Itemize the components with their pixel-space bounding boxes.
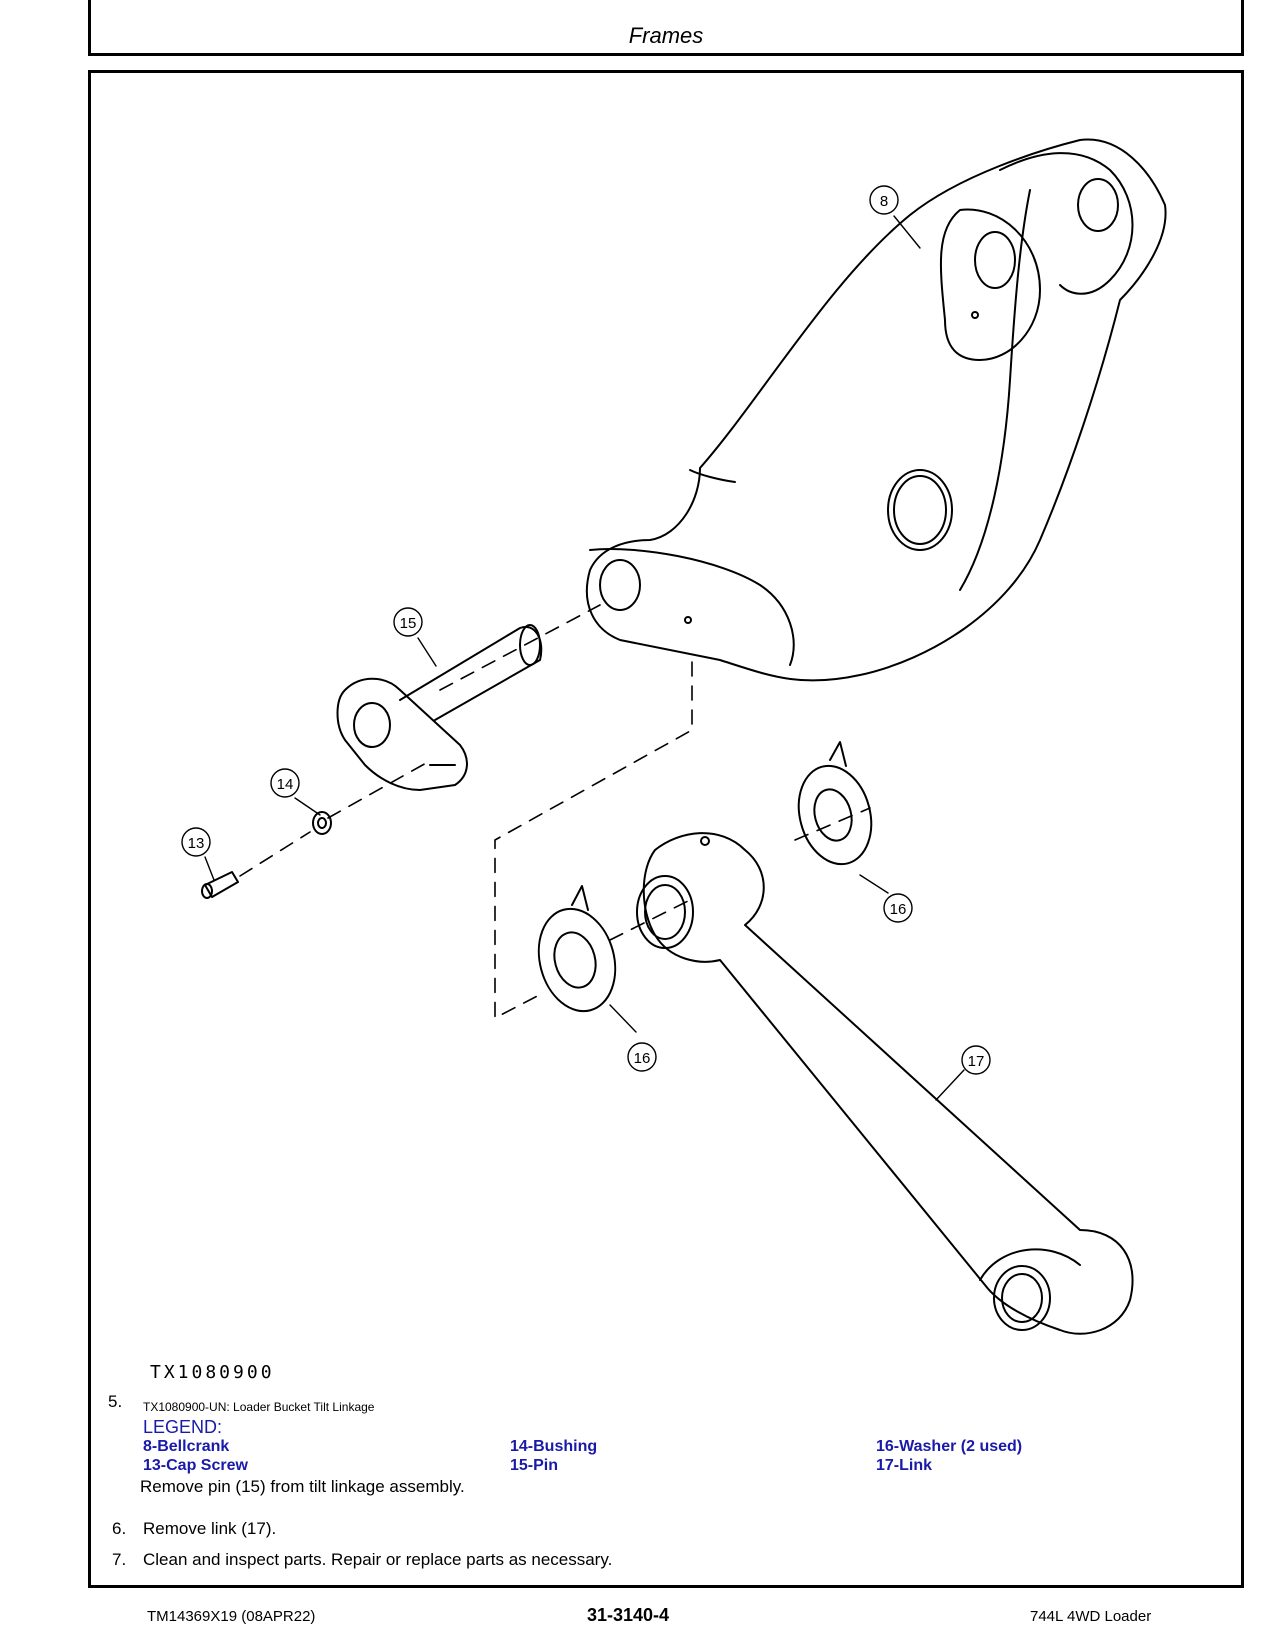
- step-6-number: 6.: [112, 1519, 127, 1538]
- step-5-number: 5.: [108, 1392, 123, 1411]
- callout-16-lower: 16: [634, 1050, 651, 1067]
- legend-item-bushing: 14-Bushing: [510, 1438, 598, 1455]
- section-title: Frames: [628, 23, 704, 48]
- legend-item-cap-screw: 13-Cap Screw: [143, 1457, 248, 1474]
- legend-item-bellcrank: 8-Bellcrank: [143, 1438, 230, 1455]
- assembly-lines: [239, 604, 871, 1019]
- content-frame: [88, 70, 1244, 1588]
- callout-16-upper: 16: [890, 901, 907, 918]
- footer-page-number: 31-3140-4: [587, 1605, 670, 1625]
- callout-leaders: [204, 215, 965, 1101]
- step-7-number: 7.: [112, 1550, 127, 1569]
- legend-item-washer: 16-Washer (2 used): [876, 1438, 1023, 1455]
- bushing-drawing: [312, 811, 332, 835]
- footer-manual-id: TM14369X19 (08APR22): [147, 1608, 316, 1625]
- cap-screw-drawing: [201, 871, 239, 899]
- footer-model: 744L 4WD Loader: [1030, 1608, 1152, 1625]
- callout-14: 14: [277, 776, 294, 793]
- figure-id: TX1080900: [150, 1362, 275, 1383]
- page-header: Frames: [88, 0, 1244, 56]
- legend-item-link: 17-Link: [876, 1457, 933, 1474]
- legend-item-pin: 15-Pin: [510, 1457, 559, 1474]
- callout-8: 8: [880, 193, 888, 210]
- callout-circles: [181, 185, 991, 1075]
- link-drawing: [636, 832, 1134, 1335]
- washer-upper-drawing: [797, 741, 873, 866]
- bellcrank-drawing: [585, 138, 1167, 682]
- step-6-text: Remove link (17).: [143, 1519, 277, 1538]
- callout-15: 15: [400, 615, 417, 632]
- figure-caption: TX1080900-UN: Loader Bucket Tilt Linkage: [143, 1400, 375, 1414]
- step-7-text: Clean and inspect parts. Repair or repla…: [143, 1550, 613, 1569]
- callout-17: 17: [968, 1053, 985, 1070]
- callout-13: 13: [188, 835, 205, 852]
- legend-title: LEGEND:: [143, 1417, 223, 1437]
- step-5-text: Remove pin (15) from tilt linkage assemb…: [140, 1477, 465, 1496]
- washer-lower-drawing: [537, 885, 617, 1013]
- pin-drawing: [336, 624, 543, 791]
